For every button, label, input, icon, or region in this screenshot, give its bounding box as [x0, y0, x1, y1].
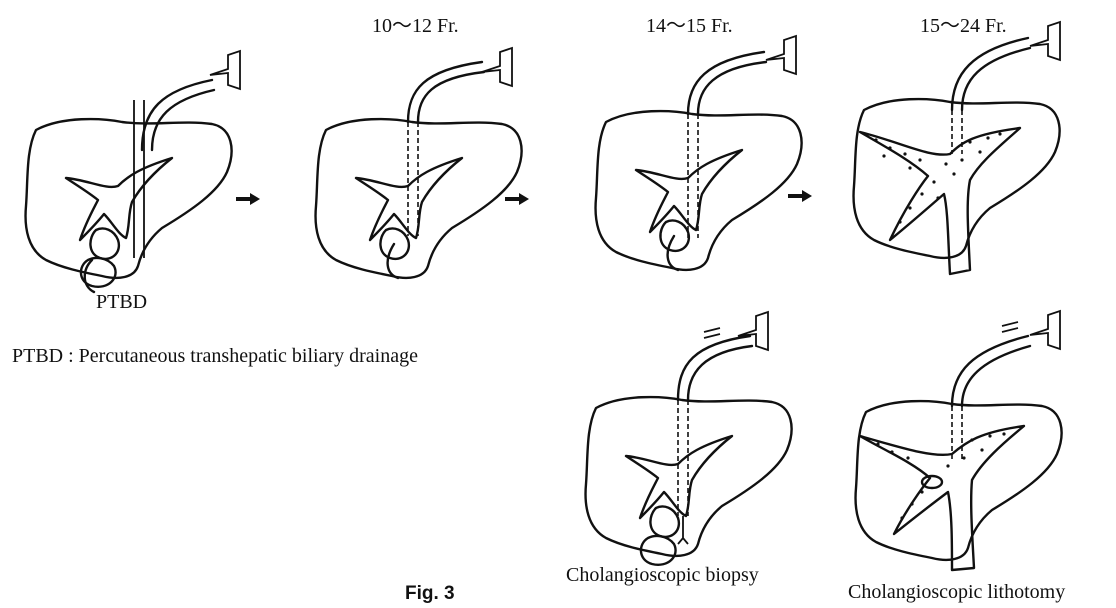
biopsy-diagram [586, 336, 792, 565]
arrow-3 [788, 190, 812, 202]
arrow-1 [236, 193, 260, 205]
dilation-14-15fr-diagram [596, 52, 802, 270]
lithotomy-diagram [856, 336, 1062, 570]
dilation-15-24fr-diagram [854, 38, 1060, 274]
dilation-10-12fr-diagram [316, 62, 522, 278]
ptbd-diagram [26, 80, 232, 292]
arrow-2 [505, 193, 529, 205]
